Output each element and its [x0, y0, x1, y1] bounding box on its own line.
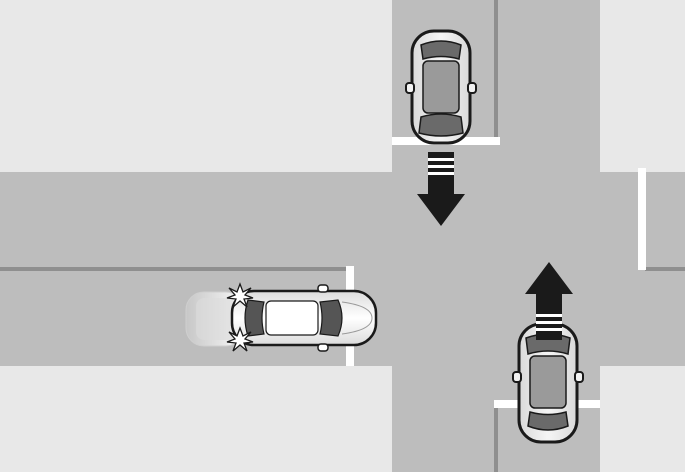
warning-flash-icon [226, 282, 254, 352]
lane-line-horizontal-left [0, 267, 350, 271]
ego-car [185, 284, 378, 352]
lane-line-horizontal-right [645, 267, 685, 271]
car-bottom-approaching [512, 322, 584, 444]
car-top-approaching [405, 29, 477, 145]
arrow-down-icon [417, 152, 465, 226]
lane-line-vertical-top [494, 0, 498, 140]
stop-line-right [638, 168, 646, 270]
lane-line-vertical-bottom [494, 404, 498, 472]
arrow-up-icon [525, 262, 573, 340]
